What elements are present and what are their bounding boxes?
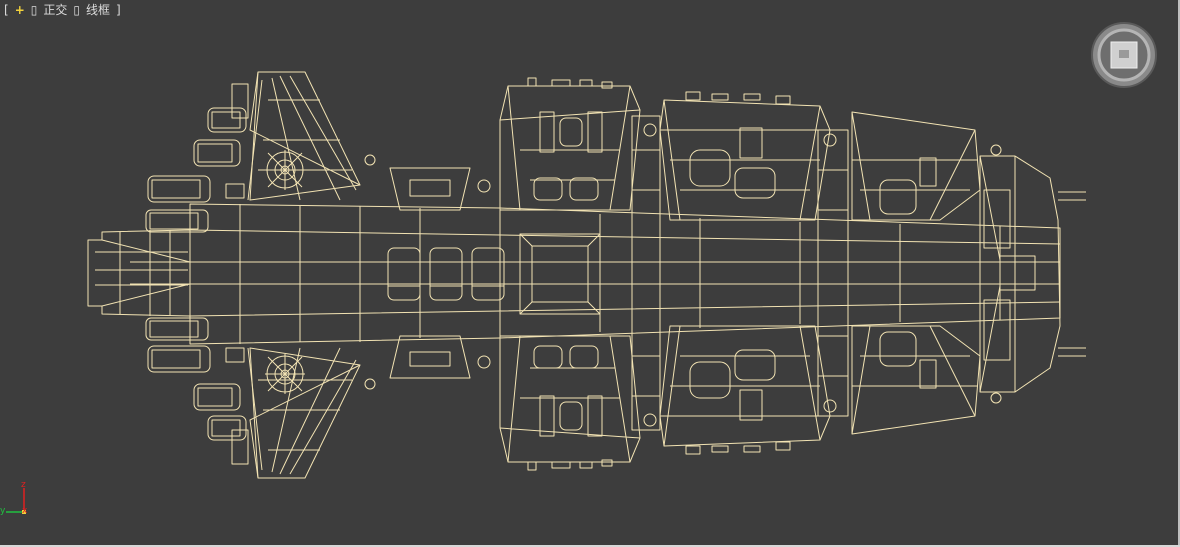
upper-wing xyxy=(249,71,361,201)
central-spine xyxy=(189,203,1061,345)
lower-wing xyxy=(249,347,361,479)
axis-tripod-icon xyxy=(6,488,26,514)
viewport-border-bottom xyxy=(0,545,1180,547)
nose-hull xyxy=(87,229,191,317)
central-module xyxy=(519,233,601,315)
shading-mode-menu[interactable]: 线框 xyxy=(85,3,110,17)
viewport-general-menu[interactable]: + xyxy=(14,3,25,17)
stern xyxy=(979,155,1061,393)
module-c-upper xyxy=(851,111,981,221)
axis-x-label: x xyxy=(22,506,28,516)
viewcube-icon[interactable] xyxy=(1089,20,1159,90)
label-bracket-open: [ xyxy=(4,3,9,17)
axis-z-label: z xyxy=(21,480,26,490)
viewport-border-right xyxy=(1178,0,1180,547)
view-type-icon[interactable]: ▯ xyxy=(30,3,38,17)
viewport-label-menu: [ + ▯ 正交 ▯ 线框 ] xyxy=(4,2,121,18)
shading-type-icon[interactable]: ▯ xyxy=(73,3,80,17)
module-c-lower xyxy=(851,325,981,435)
label-bracket-close: ] xyxy=(116,3,121,17)
axis-y-label: y xyxy=(0,506,6,516)
view-type-menu[interactable]: 正交 xyxy=(43,3,68,17)
